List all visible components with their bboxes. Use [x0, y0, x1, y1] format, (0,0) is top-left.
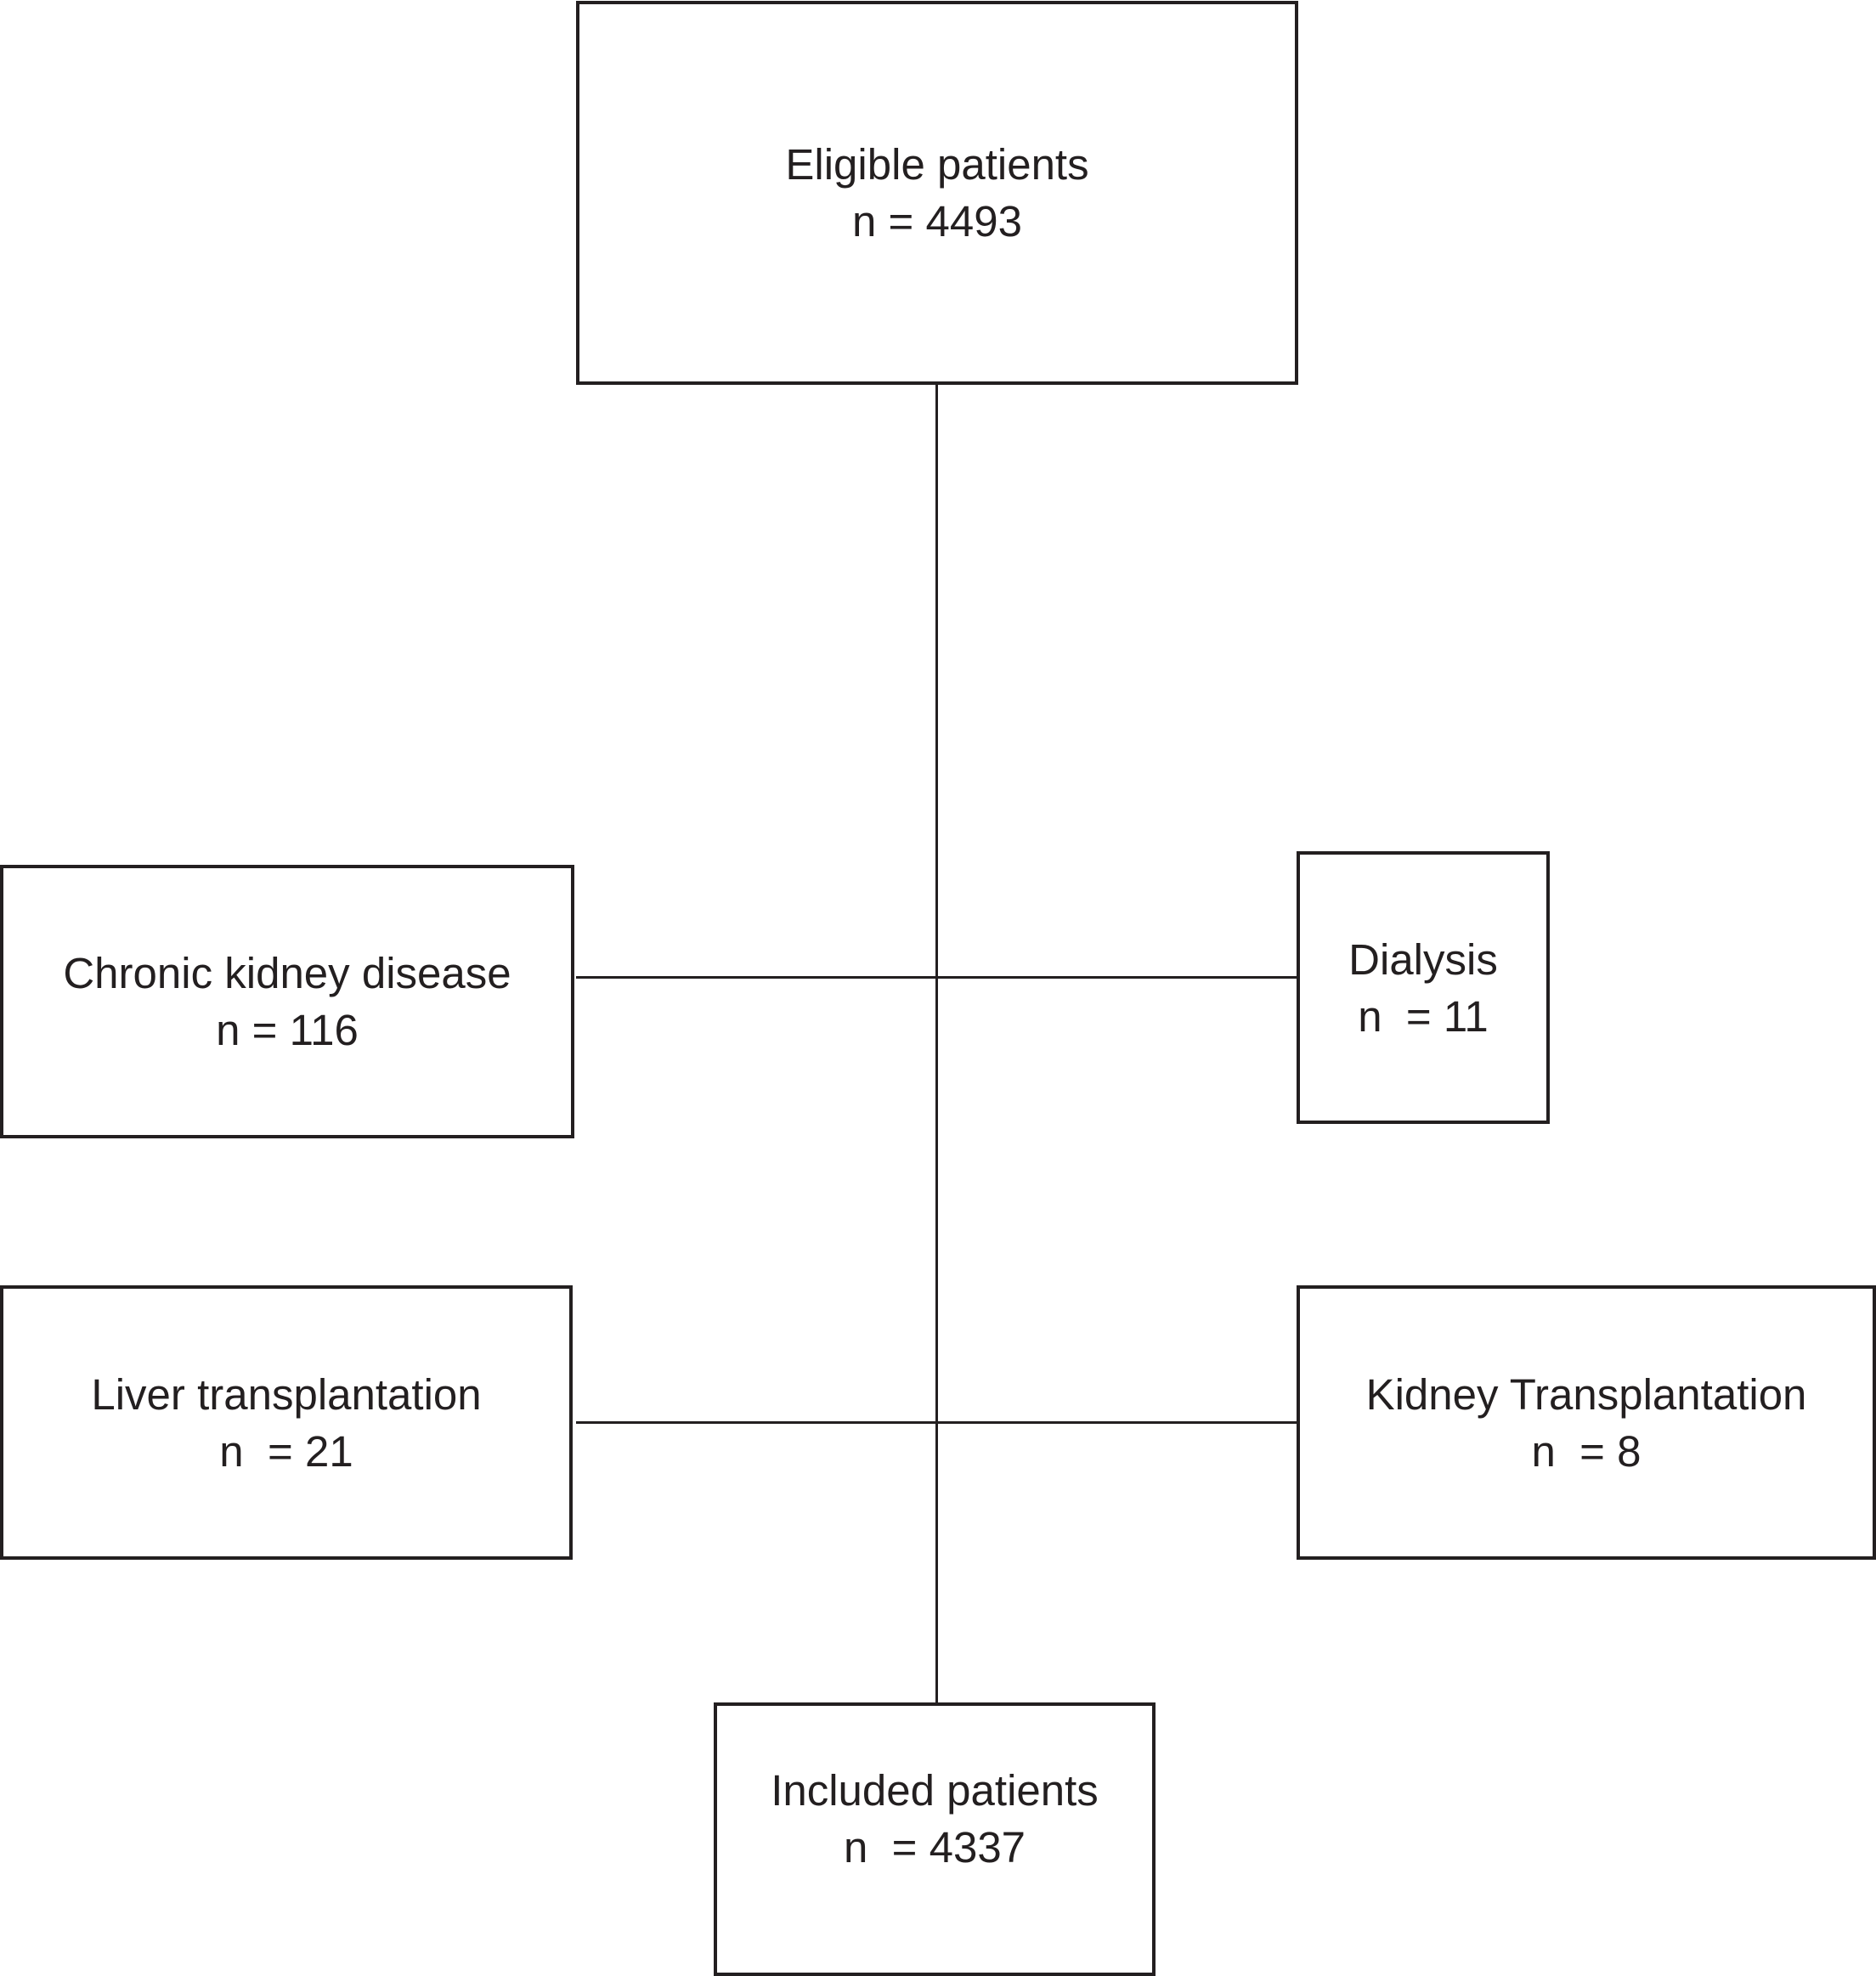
exclusion-connector-lower [576, 1421, 1298, 1424]
eligible-patients-count: n = 4493 [852, 197, 1022, 246]
exclusion-connector-upper [576, 976, 1298, 979]
chronic-kidney-disease-box: Chronic kidney disease n = 116 [0, 865, 574, 1138]
eligible-patients-label: Eligible patients [785, 140, 1089, 189]
chronic-kidney-disease-count: n = 116 [216, 1006, 359, 1054]
chronic-kidney-disease-label: Chronic kidney disease [63, 949, 511, 997]
liver-transplantation-box: Liver transplantation n = 21 [0, 1285, 573, 1560]
kidney-transplantation-count: n = 8 [1531, 1426, 1642, 1476]
main-vertical-connector [935, 382, 938, 1703]
included-patients-box: Included patients n = 4337 [714, 1702, 1156, 1976]
included-patients-label: Included patients [771, 1766, 1099, 1815]
dialysis-box: Dialysis n = 11 [1297, 851, 1550, 1124]
liver-transplantation-count: n = 21 [219, 1426, 353, 1476]
liver-transplantation-label: Liver transplantation [91, 1369, 482, 1419]
dialysis-label: Dialysis [1348, 934, 1498, 984]
dialysis-count: n = 11 [1358, 991, 1489, 1041]
eligible-patients-box: Eligible patients n = 4493 [576, 1, 1298, 385]
included-patients-count: n = 4337 [843, 1823, 1026, 1872]
kidney-transplantation-box: Kidney Transplantation n = 8 [1297, 1285, 1876, 1560]
kidney-transplantation-label: Kidney Transplantation [1365, 1369, 1807, 1419]
